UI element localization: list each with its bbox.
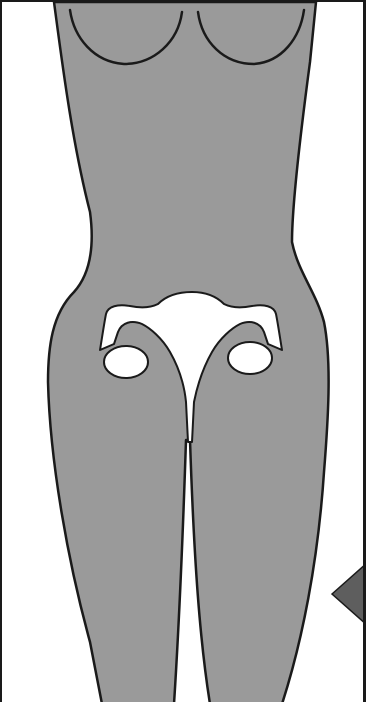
right-ovary (228, 342, 272, 374)
pointer-triangle (332, 562, 366, 626)
left-ovary (104, 346, 148, 378)
